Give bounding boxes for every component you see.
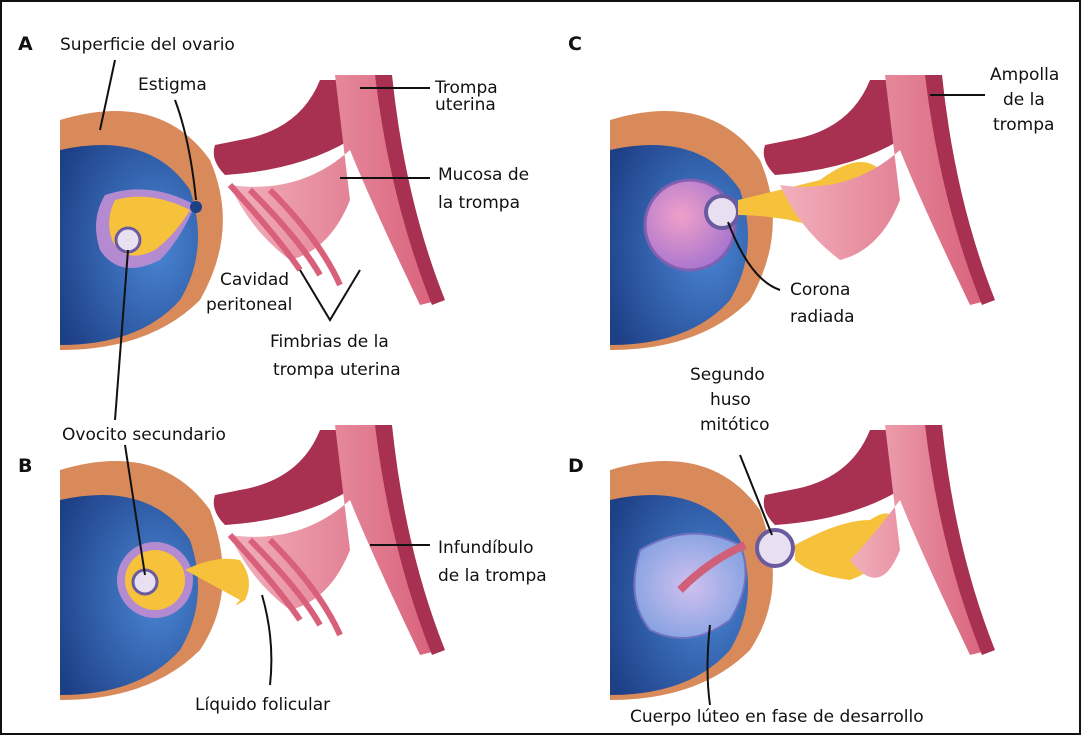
- stigma-a: [190, 201, 202, 213]
- label-cavidad-2: peritoneal: [206, 295, 292, 315]
- label-segundo-2: huso: [710, 390, 751, 410]
- label-corona-1: Corona: [790, 280, 850, 300]
- panel-label-a: A: [18, 33, 33, 55]
- label-segundo-3: mitótico: [700, 415, 770, 435]
- label-cavidad-1: Cavidad: [220, 270, 289, 290]
- label-mucosa-2: la trompa: [438, 193, 520, 213]
- label-ampolla-1: Ampolla: [990, 65, 1059, 85]
- label-fimbrias-1: Fimbrias de la: [270, 332, 389, 352]
- label-segundo-1: Segundo: [690, 365, 765, 385]
- label-cuerpo-luteo: Cuerpo lúteo en fase de desarrollo: [630, 707, 924, 727]
- label-superficie-ovario: Superficie del ovario: [60, 35, 235, 55]
- label-ampolla-2: de la: [1003, 90, 1045, 110]
- label-corona-2: radiada: [790, 307, 855, 327]
- panel-label-c: C: [568, 33, 582, 55]
- oocyte-c: [706, 196, 738, 228]
- label-ampolla-3: trompa: [993, 115, 1054, 135]
- panel-label-d: D: [568, 455, 584, 477]
- panel-label-b: B: [18, 455, 32, 477]
- label-ovocito: Ovocito secundario: [62, 425, 226, 445]
- label-liquido: Líquido folicular: [195, 695, 330, 715]
- label-infundibulo-2: de la trompa: [438, 566, 547, 586]
- label-estigma: Estigma: [138, 75, 207, 95]
- label-fimbrias-2: trompa uterina: [273, 360, 401, 380]
- oocyte-a: [116, 228, 140, 252]
- label-mucosa-1: Mucosa de: [438, 165, 529, 185]
- oocyte-d: [757, 530, 793, 566]
- label-trompa-2: uterina: [435, 95, 496, 115]
- label-infundibulo-1: Infundíbulo: [438, 538, 534, 558]
